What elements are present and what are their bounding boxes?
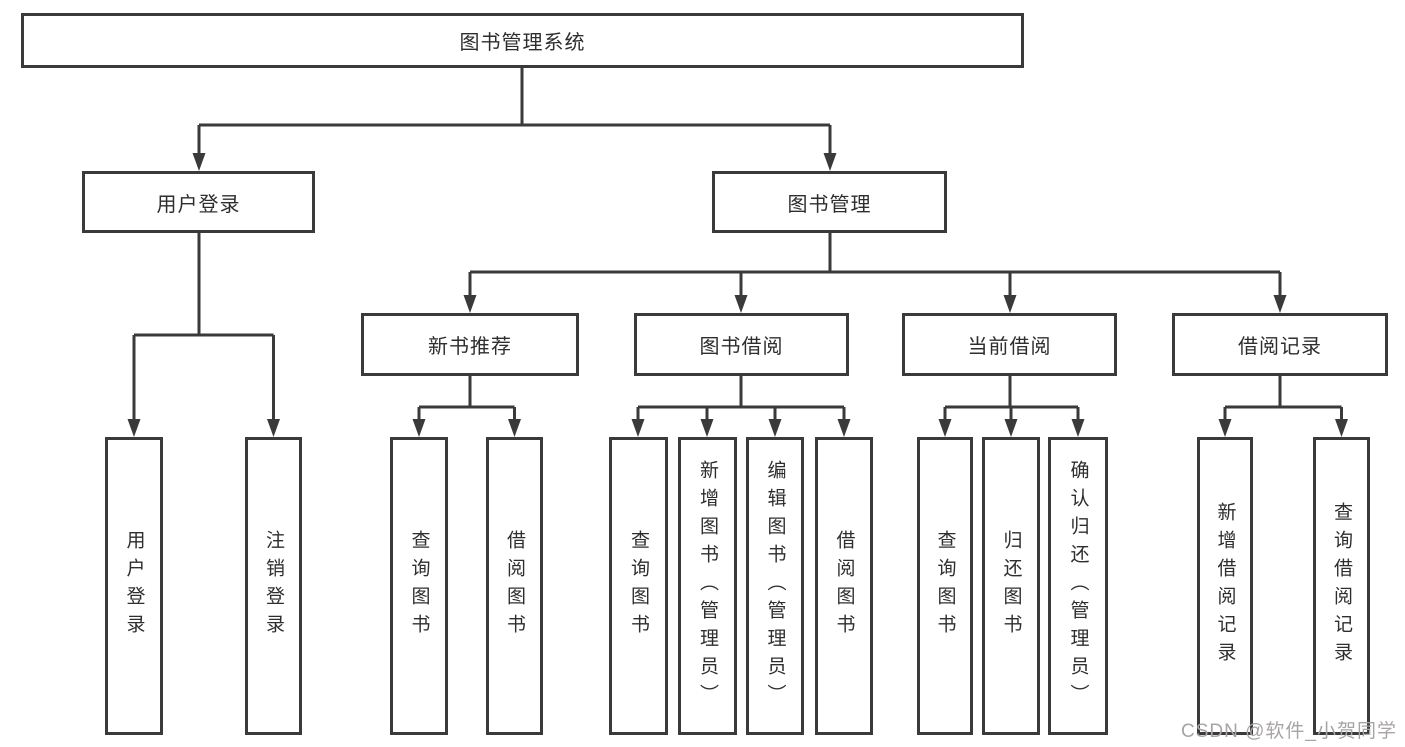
- arrowhead: [463, 295, 477, 313]
- node-br-add-record: 新增借阅记录: [1197, 437, 1253, 735]
- node-cb-return-book: 归还图书: [982, 437, 1040, 735]
- arrowhead: [1004, 419, 1018, 437]
- node-current-borrow: 当前借阅: [902, 313, 1117, 376]
- connector-root-to-level2: [197, 68, 832, 154]
- arrowhead: [1218, 419, 1232, 437]
- node-cb-confirm-return: 确认归还（管理员）: [1048, 437, 1108, 735]
- node-user-login: 用户登录: [82, 171, 315, 233]
- node-bb-add-book: 新增图书（管理员）: [678, 437, 737, 735]
- node-borrow-records: 借阅记录: [1172, 313, 1388, 376]
- node-bb-edit-book: 编辑图书（管理员）: [746, 437, 804, 735]
- arrowhead: [631, 419, 645, 437]
- arrowhead: [267, 419, 280, 437]
- node-bb-query-book: 查询图书: [609, 437, 668, 735]
- arrowhead: [823, 153, 837, 171]
- node-new-book-rec: 新书推荐: [361, 313, 579, 376]
- connector-book-mgmt-to-level3: [468, 233, 1282, 296]
- arrowhead: [412, 419, 426, 437]
- arrowhead: [1335, 419, 1348, 437]
- connector-book-borrow-to-leaves: [636, 376, 846, 420]
- arrowhead: [768, 419, 782, 437]
- arrowhead: [734, 295, 748, 313]
- watermark: CSDN @软件_小贺同学: [1181, 721, 1397, 742]
- node-logout-leaf: 注销登录: [245, 437, 302, 735]
- node-user-login-leaf: 用户登录: [105, 437, 163, 735]
- arrowhead: [700, 419, 714, 437]
- node-root: 图书管理系统: [21, 13, 1024, 68]
- node-cb-query-book: 查询图书: [917, 437, 973, 735]
- arrowhead: [508, 419, 521, 437]
- arrowhead: [127, 419, 141, 437]
- arrowhead: [837, 419, 851, 437]
- arrowhead: [1003, 295, 1017, 313]
- arrowhead: [1273, 295, 1287, 313]
- arrowhead: [938, 419, 952, 437]
- node-book-borrow: 图书借阅: [634, 313, 849, 376]
- arrowhead: [192, 153, 206, 171]
- node-br-query-record: 查询借阅记录: [1313, 437, 1370, 735]
- arrowhead: [1071, 419, 1085, 437]
- node-bb-borrow-book: 借阅图书: [815, 437, 873, 735]
- connector-borrow-records-to-leaves: [1223, 376, 1343, 420]
- connector-current-borrow-to-leaves: [943, 376, 1080, 420]
- node-book-mgmt: 图书管理: [712, 171, 947, 233]
- node-rec-query-book: 查询图书: [390, 437, 448, 735]
- node-rec-borrow-book: 借阅图书: [486, 437, 543, 735]
- connector-user-login-to-leaves: [132, 233, 275, 420]
- connector-new-book-rec-to-leaves: [417, 376, 516, 420]
